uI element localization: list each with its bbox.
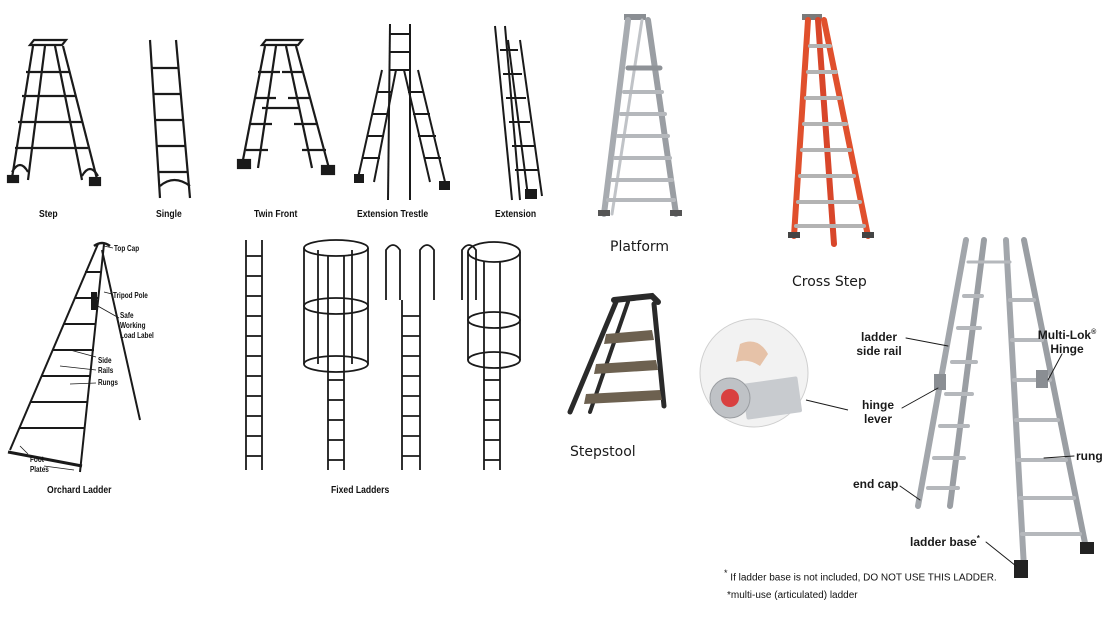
caption-fixed-ladders: Fixed Ladders <box>331 485 390 496</box>
single-ladder-drawing <box>148 39 192 199</box>
caption-stepstool: Stepstool <box>570 444 636 460</box>
multi-use-ladder-photo <box>899 237 1094 578</box>
label-end-cap: end cap <box>853 477 899 491</box>
label-rung: rung <box>1076 449 1103 463</box>
label-hinge-lever: hinge lever <box>862 398 894 426</box>
twin-front-ladder-drawing <box>236 38 336 176</box>
label-top-cap: Top Cap <box>114 244 140 253</box>
label-foot-plates: Foot Plates <box>30 455 49 474</box>
label-side-rails: Side Rails <box>98 356 114 375</box>
note-ladder-base-warning: * If ladder base is not included, DO NOT… <box>724 568 997 584</box>
orchard-ladder-drawing <box>7 241 141 473</box>
step-ladder-drawing <box>6 38 102 187</box>
caption-single: Single <box>156 209 182 220</box>
label-ladder-side-rail: ladder side rail <box>856 330 902 358</box>
caption-step: Step <box>39 209 58 220</box>
stepstool-photo <box>567 292 667 415</box>
caption-twin-front: Twin Front <box>254 209 298 220</box>
orchard-leader-lines <box>19 245 120 471</box>
extension-ladder-drawing <box>494 25 543 201</box>
fixed-ladders-drawing <box>245 239 521 470</box>
platform-ladder-photo <box>598 14 682 217</box>
hinge-detail-photo <box>699 318 849 428</box>
label-ladder-base: ladder base* <box>910 534 980 549</box>
label-safe-working-load: Safe Working Load Label <box>120 311 154 340</box>
note-multi-use-definition: *multi-use (articulated) ladder <box>727 590 858 601</box>
caption-platform: Platform <box>610 239 670 255</box>
caption-extension-trestle: Extension Trestle <box>357 209 429 220</box>
cross-step-ladder-photo <box>788 14 874 247</box>
extension-trestle-drawing <box>354 23 450 201</box>
label-tripod-pole: Tripod Pole <box>113 291 148 300</box>
label-rungs: Rungs <box>98 378 118 387</box>
caption-cross-step: Cross Step <box>792 274 867 290</box>
label-multi-lok-hinge: Multi-Lok® Hinge <box>1037 328 1097 356</box>
caption-orchard-ladder: Orchard Ladder <box>47 485 112 496</box>
caption-extension: Extension <box>495 209 537 220</box>
